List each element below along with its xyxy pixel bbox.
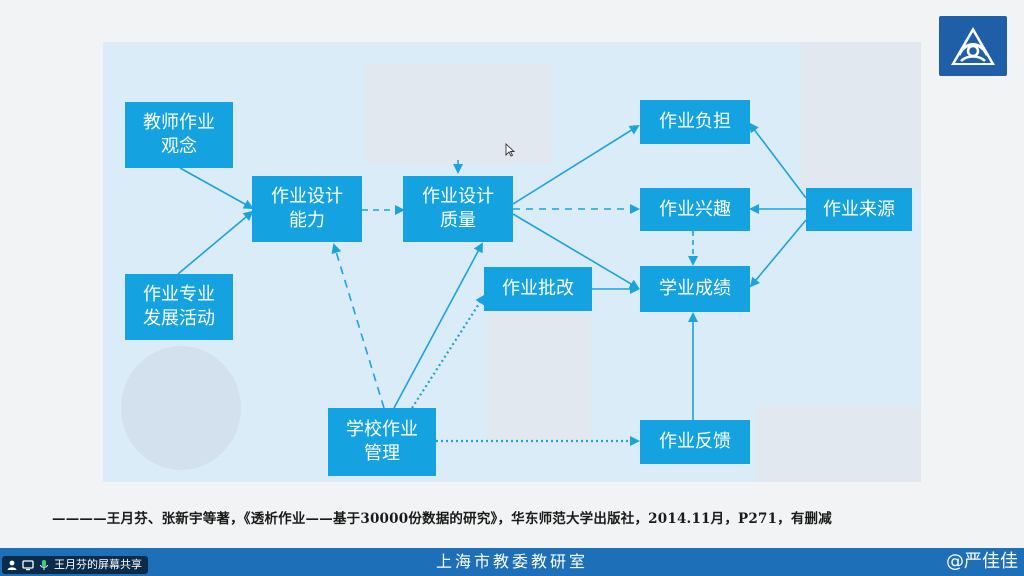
node-design-ability: 作业设计 能力 — [252, 176, 362, 242]
node-source: 作业来源 — [806, 188, 912, 231]
screen-share-icon — [22, 560, 34, 571]
citation-text: ————王月芬、张新宇等著，《透析作业——基于30000份数据的研究》，华东师范… — [52, 511, 832, 527]
node-design-quality: 作业设计 质量 — [403, 176, 513, 242]
screen-share-label: 王月芬的屏幕共享 — [54, 558, 142, 571]
footer-title: 上海市教委教研室 — [435, 552, 588, 571]
screen-share-indicator[interactable]: 王月芬的屏幕共享 — [2, 556, 148, 574]
footer-bar: 上海市教委教研室 @严佳佳 — [0, 548, 1024, 576]
node-interest: 作业兴趣 — [640, 188, 750, 231]
diagram-panel — [103, 42, 921, 482]
node-feedback: 作业反馈 — [640, 420, 750, 464]
logo-icon — [939, 16, 1007, 76]
placeholder-shape — [365, 64, 553, 164]
presenter-name: @严佳佳 — [946, 551, 1018, 572]
mouse-cursor-icon — [505, 143, 515, 157]
placeholder-shape — [801, 42, 921, 188]
node-burden: 作业负担 — [640, 100, 750, 144]
placeholder-shape — [487, 290, 591, 440]
placeholder-circle — [121, 346, 241, 470]
microphone-icon — [40, 560, 48, 570]
user-icon — [7, 560, 17, 570]
placeholder-shape — [757, 406, 921, 482]
node-school-mgmt: 学校作业 管理 — [328, 408, 436, 476]
node-achievement: 学业成绩 — [640, 266, 750, 312]
node-prof-dev: 作业专业 发展活动 — [125, 274, 233, 340]
node-teacher-concept: 教师作业 观念 — [125, 102, 233, 168]
node-grading: 作业批改 — [484, 267, 592, 311]
